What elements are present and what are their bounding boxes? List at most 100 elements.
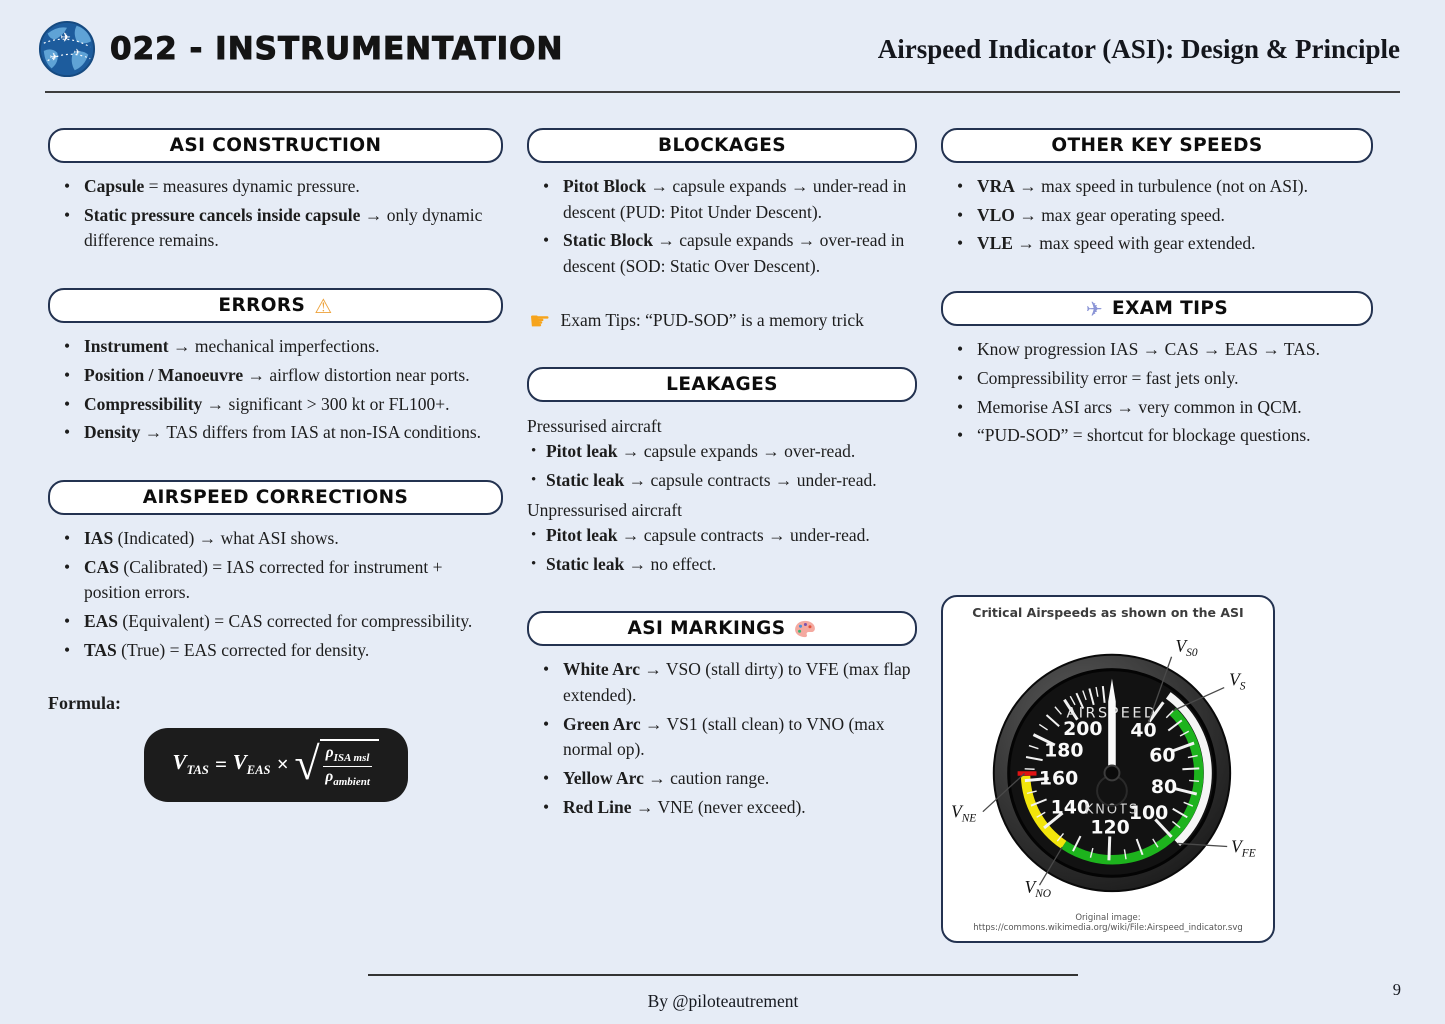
airspeed-indicator-gauge: 406080100120140160180200AIRSPEEDKNOTSVS0… bbox=[951, 637, 1256, 900]
svg-text:80: 80 bbox=[1151, 776, 1177, 798]
item-lead: Compressibility bbox=[84, 393, 203, 414]
item-text: (Equivalent) = CAS corrected for compres… bbox=[118, 611, 473, 632]
item-lead: Position / Manoeuvre bbox=[84, 364, 244, 385]
item-text: Know progression IAS → CAS → EAS → TAS. bbox=[977, 339, 1320, 360]
item-lead: IAS bbox=[84, 528, 114, 549]
section-asi-markings: ASI MARKINGS White Arc → VSO (stall dirt… bbox=[527, 611, 917, 820]
list-item: VLE → max speed with gear extended. bbox=[955, 231, 1373, 257]
section-header: ASI CONSTRUCTION bbox=[48, 128, 503, 163]
item-lead: Instrument bbox=[84, 336, 169, 357]
page-header: ✈ ✈ ✈ 022 - INSTRUMENTATION Airspeed Ind… bbox=[0, 0, 1445, 78]
svg-text:VS0: VS0 bbox=[1176, 637, 1198, 659]
item-lead: CAS bbox=[84, 556, 120, 577]
radical: √ ρISA msl ρambient bbox=[294, 738, 380, 791]
list-item: Compressibility → significant > 300 kt o… bbox=[62, 392, 503, 418]
item-text: Compressibility error = fast jets only. bbox=[977, 367, 1239, 388]
globe-planes-logo: ✈ ✈ ✈ bbox=[38, 20, 96, 78]
bullet-list: Instrument → mechanical imperfections. P… bbox=[48, 334, 503, 446]
item-text: → capsule expands → over-read in descent… bbox=[563, 230, 905, 277]
list-item: EAS (Equivalent) = CAS corrected for com… bbox=[62, 609, 503, 635]
item-lead: Static leak bbox=[546, 469, 625, 490]
list-item: VRA → max speed in turbulence (not on AS… bbox=[955, 174, 1373, 200]
bullet-list: Know progression IAS → CAS → EAS → TAS. … bbox=[941, 337, 1373, 449]
tas-formula: VTAS = VEAS × √ ρISA msl ρambient bbox=[173, 738, 380, 791]
svg-text:VS: VS bbox=[1229, 671, 1246, 693]
formula-label: Formula: bbox=[48, 692, 121, 713]
svg-text:60: 60 bbox=[1149, 745, 1175, 767]
list-item: IAS (Indicated) → what ASI shows. bbox=[62, 526, 503, 552]
group-label: Unpressurised aircraft bbox=[527, 499, 683, 520]
item-text: (Calibrated) = IAS corrected for instrum… bbox=[84, 556, 443, 603]
svg-text:40: 40 bbox=[1130, 720, 1156, 742]
page-number: 9 bbox=[1392, 980, 1401, 999]
bullet-list: IAS (Indicated) → what ASI shows. CAS (C… bbox=[48, 526, 503, 664]
bullet-list: Pitot Block → capsule expands → under-re… bbox=[527, 174, 917, 280]
item-text: (True) = EAS corrected for density. bbox=[116, 639, 370, 660]
section-airspeed-corrections: AIRSPEED CORRECTIONS IAS (Indicated) → w… bbox=[48, 480, 503, 664]
item-lead: VLO bbox=[977, 204, 1015, 225]
item-text: → significant > 300 kt or FL100+. bbox=[202, 393, 450, 414]
section-title: LEAKAGES bbox=[666, 373, 778, 395]
list-item: Red Line → VNE (never exceed). bbox=[541, 795, 917, 821]
section-header: ERRORS ⚠ bbox=[48, 288, 503, 324]
list-item: VLO → max gear operating speed. bbox=[955, 203, 1373, 229]
column-left: ASI CONSTRUCTION Capsule = measures dyna… bbox=[48, 93, 503, 803]
section-leakages: LEAKAGES Pressurised aircraft Pitot leak… bbox=[527, 366, 917, 577]
section-title: ASI MARKINGS bbox=[627, 618, 786, 640]
column-right: OTHER KEY SPEEDS VRA → max speed in turb… bbox=[941, 93, 1373, 944]
item-text: → capsule contracts → under-read. bbox=[617, 524, 870, 545]
item-lead: VRA bbox=[977, 176, 1015, 196]
list-item: Green Arc → VS1 (stall clean) to VNO (ma… bbox=[541, 712, 917, 763]
section-header: AIRSPEED CORRECTIONS bbox=[48, 480, 503, 516]
item-lead: Static pressure cancels inside capsule bbox=[84, 204, 361, 225]
section-exam-tips: ✈ EXAM TIPS Know progression IAS → CAS →… bbox=[941, 291, 1373, 449]
section-header: LEAKAGES bbox=[527, 366, 917, 402]
item-text: “PUD-SOD” = shortcut for blockage questi… bbox=[977, 425, 1311, 446]
item-lead: VLE bbox=[977, 233, 1013, 254]
section-title: OTHER KEY SPEEDS bbox=[1051, 135, 1263, 156]
section-title: ERRORS bbox=[218, 295, 306, 317]
exam-tip-note: ☛ Exam Tips: “PUD-SOD” is a memory trick bbox=[527, 309, 917, 333]
item-text: → TAS differs from IAS at non-ISA condit… bbox=[140, 422, 482, 443]
section-blockages: BLOCKAGES Pitot Block → capsule expands … bbox=[527, 128, 917, 280]
pointing-hand-icon: ☛ bbox=[529, 306, 551, 335]
svg-text:140: 140 bbox=[1051, 797, 1090, 819]
item-text: Memorise ASI arcs → very common in QCM. bbox=[977, 396, 1302, 417]
section-header: OTHER KEY SPEEDS bbox=[941, 128, 1373, 163]
svg-text:VNE: VNE bbox=[951, 803, 976, 825]
section-header: ✈ EXAM TIPS bbox=[941, 291, 1373, 327]
asi-figure-title: Critical Airspeeds as shown on the ASI bbox=[972, 605, 1244, 621]
group-label: Pressurised aircraft bbox=[527, 415, 662, 436]
tip-text: Exam Tips: “PUD-SOD” is a memory trick bbox=[560, 310, 864, 331]
bullet-list: Capsule = measures dynamic pressure. Sta… bbox=[48, 174, 503, 254]
list-item: Static Block → capsule expands → over-re… bbox=[541, 228, 917, 279]
list-item: Know progression IAS → CAS → EAS → TAS. bbox=[955, 337, 1373, 363]
bullet-list: White Arc → VSO (stall dirty) to VFE (ma… bbox=[527, 657, 917, 820]
list-item: White Arc → VSO (stall dirty) to VFE (ma… bbox=[541, 657, 917, 708]
section-title: EXAM TIPS bbox=[1112, 298, 1229, 320]
list-item: Pitot leak → capsule expands → over-read… bbox=[531, 439, 917, 465]
list-item: Compressibility error = fast jets only. bbox=[955, 366, 1373, 392]
item-lead: Pitot leak bbox=[546, 441, 618, 462]
item-text: → capsule expands → under-read in descen… bbox=[563, 176, 907, 222]
svg-text:200: 200 bbox=[1063, 718, 1102, 740]
item-lead: Pitot leak bbox=[546, 524, 618, 545]
list-item: “PUD-SOD” = shortcut for blockage questi… bbox=[955, 423, 1373, 449]
bullet-list: Pitot leak → capsule contracts → under-r… bbox=[527, 523, 917, 577]
item-lead: Yellow Arc bbox=[563, 768, 644, 789]
svg-text:KNOTS: KNOTS bbox=[1085, 803, 1139, 818]
section-title: AIRSPEED CORRECTIONS bbox=[142, 487, 409, 509]
item-lead: Static Block bbox=[563, 230, 653, 251]
item-text: → capsule expands → over-read. bbox=[617, 441, 856, 462]
item-lead: TAS bbox=[84, 639, 117, 660]
item-text: → max speed in turbulence (not on ASI). bbox=[1014, 176, 1308, 196]
plane-icon: ✈ bbox=[60, 29, 71, 44]
byline: By @piloteautrement bbox=[647, 991, 799, 1011]
svg-text:180: 180 bbox=[1044, 739, 1083, 761]
section-title: BLOCKAGES bbox=[658, 135, 786, 156]
header-rule bbox=[45, 91, 1400, 93]
plane-icon: ✈ bbox=[1085, 296, 1104, 321]
list-item: TAS (True) = EAS corrected for density. bbox=[62, 638, 503, 664]
section-header: ASI MARKINGS bbox=[527, 611, 917, 647]
plane-icon: ✈ bbox=[50, 51, 59, 64]
